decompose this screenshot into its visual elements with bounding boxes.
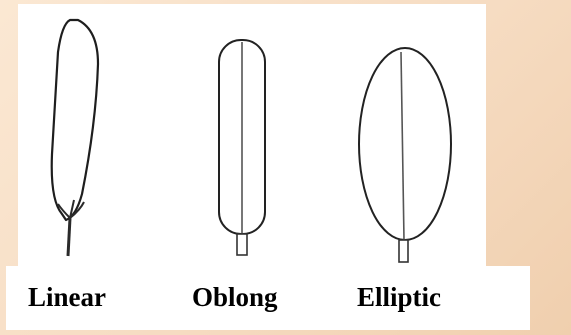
linear-leaf-blade xyxy=(52,20,98,220)
oblong-leaf-petiole xyxy=(237,234,247,255)
elliptic-leaf-blade xyxy=(359,48,451,240)
linear-leaf-drawing xyxy=(52,20,98,256)
leaf-label-strip: Linear Oblong Elliptic xyxy=(6,266,530,330)
leaf-shapes-drawing xyxy=(18,4,486,266)
elliptic-leaf-petiole xyxy=(399,240,408,262)
oblong-leaf-drawing xyxy=(219,40,265,255)
elliptic-leaf-drawing xyxy=(359,48,451,262)
label-elliptic: Elliptic xyxy=(357,282,441,313)
label-oblong: Oblong xyxy=(192,282,278,313)
label-linear: Linear xyxy=(28,282,106,313)
leaf-diagram-panel xyxy=(18,4,486,266)
linear-leaf-petiole xyxy=(68,218,70,256)
